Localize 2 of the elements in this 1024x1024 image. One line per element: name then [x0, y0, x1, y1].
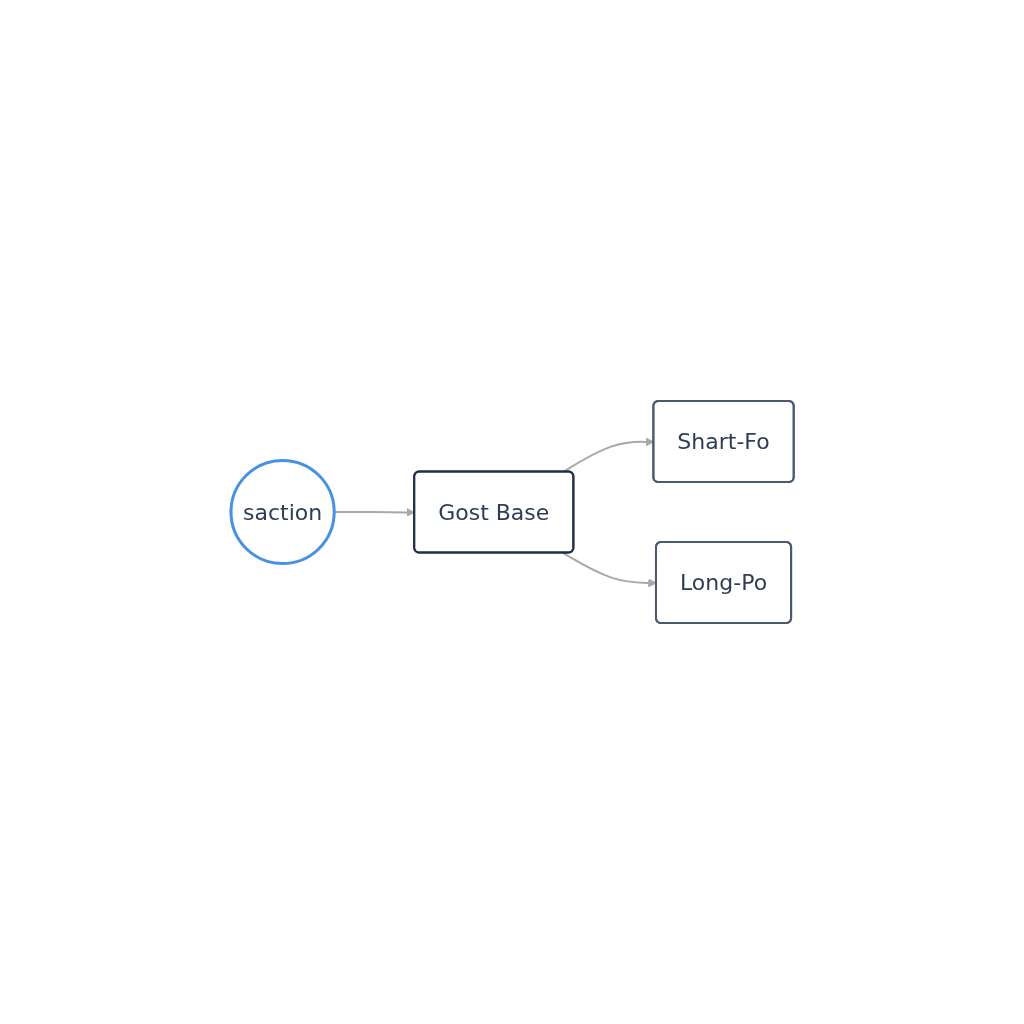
node-circle: saction [229, 458, 336, 566]
arrow [561, 437, 654, 473]
